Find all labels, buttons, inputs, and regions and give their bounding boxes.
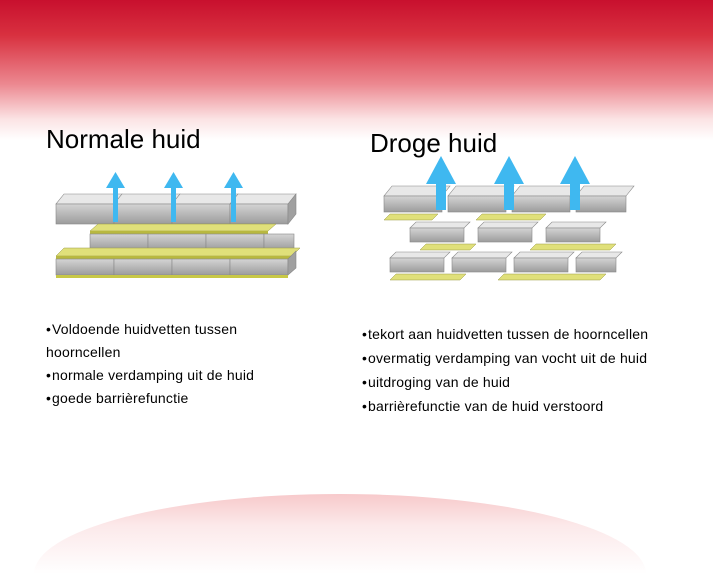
brick-row-middle xyxy=(89,233,295,251)
list-item: •goede barrièrefunctie xyxy=(46,390,189,406)
list-item: •overmatig verdamping van vocht uit de h… xyxy=(362,350,648,366)
brick-row-top xyxy=(55,193,297,225)
dry-skin-bullet-list: •tekort aan huidvetten tussen de hoornce… xyxy=(362,322,692,418)
brick-row-middle xyxy=(409,221,607,243)
heading-normal-skin: Normale huid xyxy=(46,124,201,154)
list-item: •normale verdamping uit de huid xyxy=(46,367,255,383)
list-item: •tekort aan huidvetten tussen de hoornce… xyxy=(362,326,649,342)
evaporation-arrow-icon xyxy=(224,172,243,222)
brick-row-top xyxy=(383,185,635,213)
normal-skin-brick-illustration xyxy=(55,172,301,278)
evaporation-arrow-icon xyxy=(494,156,524,210)
brick-row-bottom xyxy=(55,250,297,276)
evaporation-arrow-icon xyxy=(106,172,125,222)
heading-dry-skin: Droge huid xyxy=(370,128,498,158)
evaporation-arrow-icon xyxy=(164,172,183,222)
header-gradient-band xyxy=(0,0,713,140)
brick-row-lower xyxy=(389,251,623,273)
normal-skin-bullet-list: •Voldoende huidvetten tussen hoorncellen… xyxy=(46,318,306,410)
dry-skin-brick-illustration xyxy=(383,156,635,281)
list-item: •barrièrefunctie van de huid verstoord xyxy=(362,398,604,414)
evaporation-arrow-icon xyxy=(560,156,590,210)
evaporation-arrow-icon xyxy=(426,156,456,210)
list-item: •uitdroging van de huid xyxy=(362,374,511,390)
bottom-decorative-arc xyxy=(34,494,646,574)
list-item: •Voldoende huidvetten tussen hoorncellen xyxy=(46,321,238,360)
